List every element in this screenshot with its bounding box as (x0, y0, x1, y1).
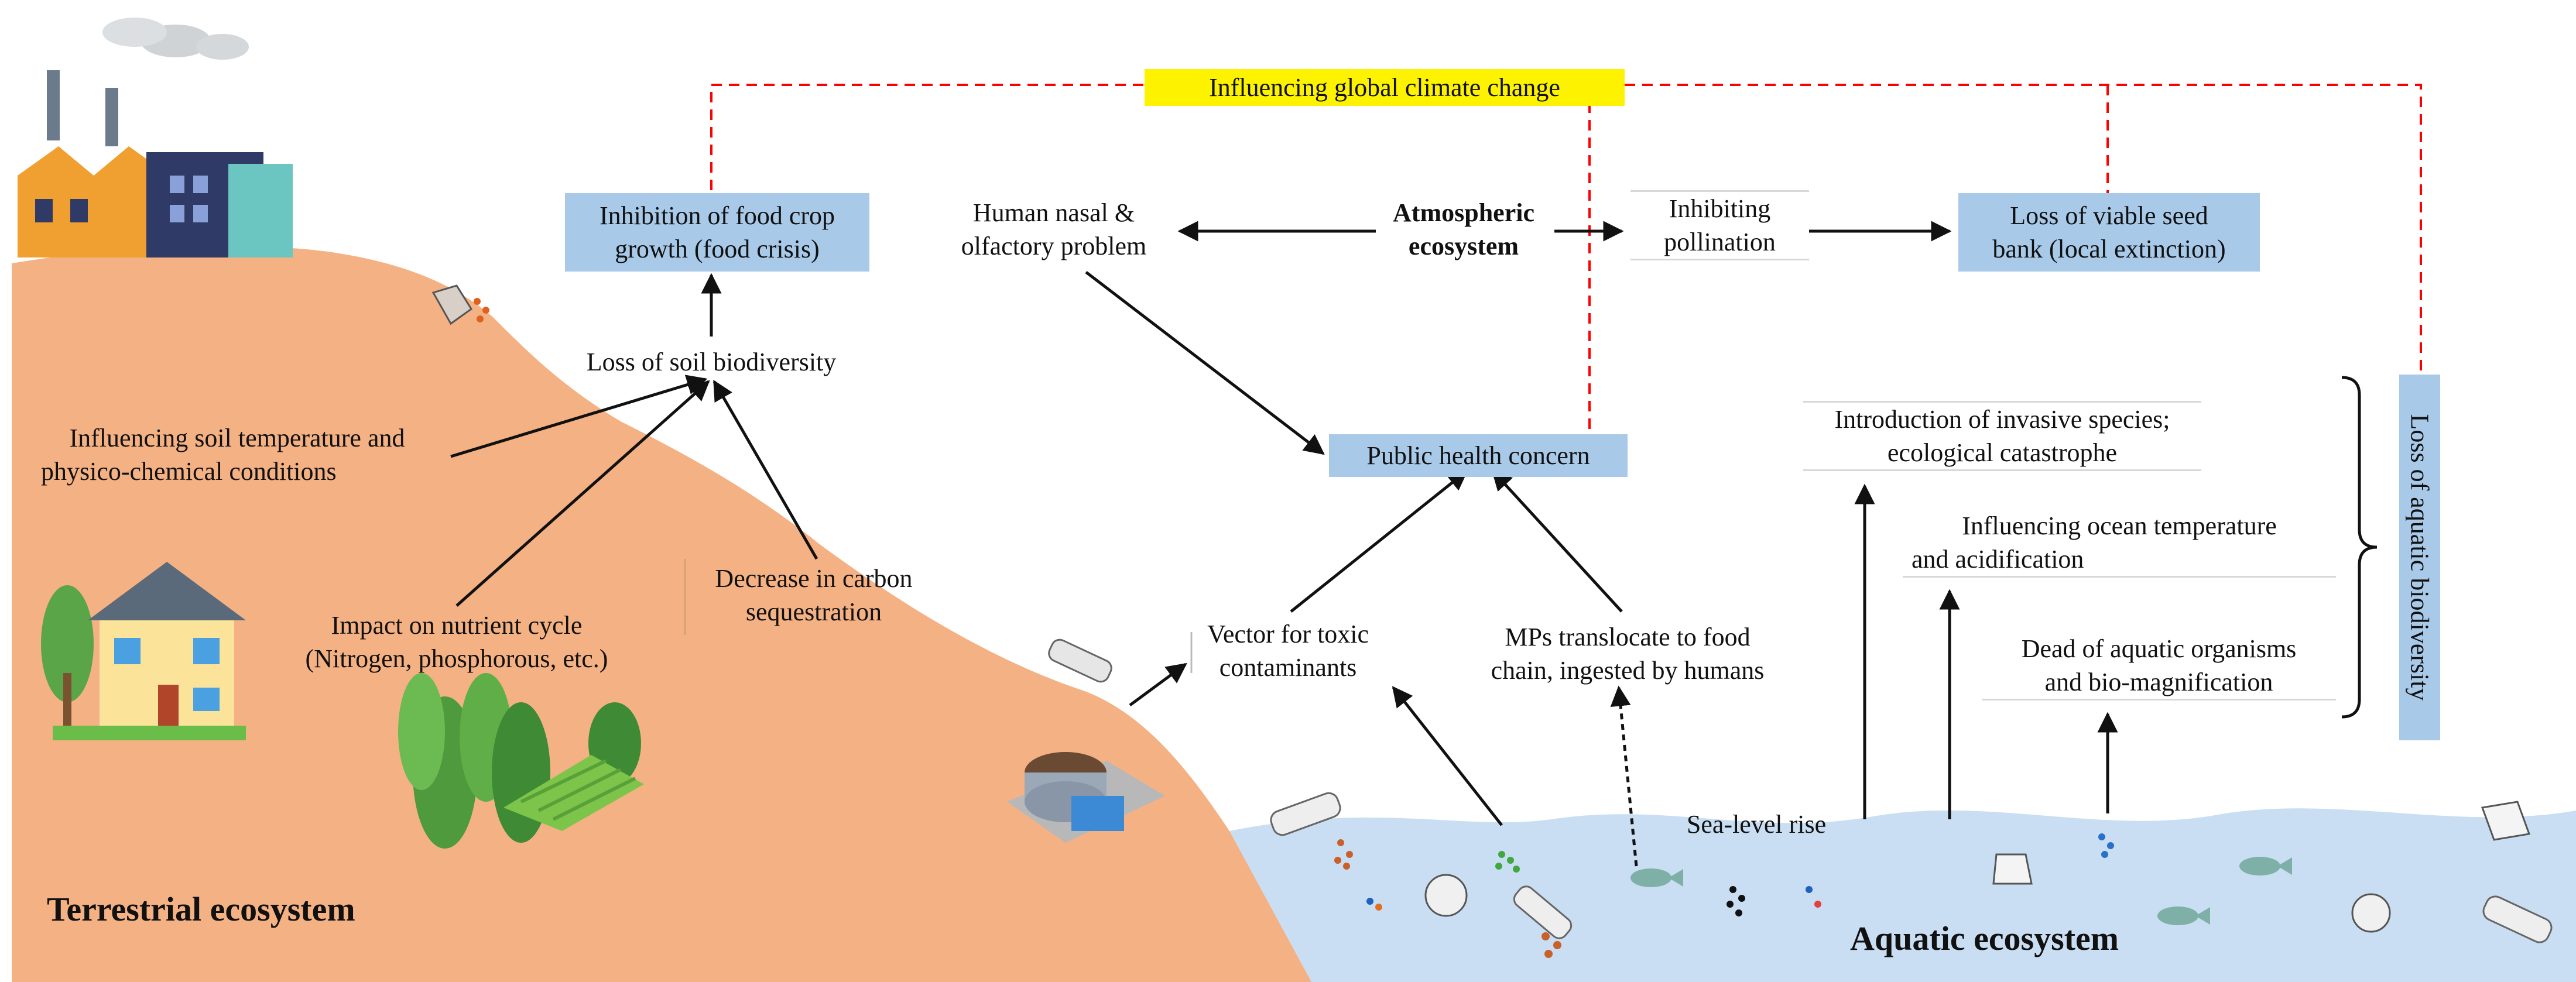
seed-bank-line-1: Loss of viable seed (2010, 201, 2208, 230)
plastic-bag-icon (1424, 801, 2531, 933)
soil-temperature-impact: Influencing soil temperature and physico… (23, 421, 451, 488)
atmospheric-line-1: Atmospheric (1393, 198, 1534, 227)
nutrient-cycle-line-2: (Nitrogen, phosphorous, etc.) (305, 644, 608, 674)
house-icon (41, 562, 246, 740)
dead-organisms-line-1: Dead of aquatic organisms (2021, 634, 2297, 663)
vector-line-1: Vector for toxic (1207, 620, 1369, 648)
nutrient-cycle-line-1: Impact on nutrient cycle (331, 611, 583, 640)
nasal-line-2: olfactory problem (961, 232, 1147, 261)
carbon-sequestration-decrease: Decrease in carbon sequestration (691, 562, 937, 629)
atmospheric-line-2: ecosystem (1408, 232, 1519, 261)
seed-bank-line-2: bank (local extinction) (1992, 235, 2226, 264)
factory-icon (18, 18, 293, 257)
dead-organisms-line-2: and bio-magnification (2044, 668, 2273, 697)
climate-change-links (710, 84, 2422, 430)
terrestrial-ecosystem-label: Terrestrial ecosystem (47, 890, 355, 928)
farm-field-icon (503, 755, 644, 831)
mps-line-2: chain, ingested by humans (1491, 656, 1765, 685)
aquatic-impacts-bracket (2341, 376, 2378, 719)
nutrient-cycle-impact: Impact on nutrient cycle (Nitrogen, phos… (252, 609, 662, 675)
pollination-inhibition: Inhibiting pollination (1630, 190, 1809, 261)
ocean-temperature-acidification: Influencing ocean temperature and acidif… (1903, 509, 2336, 578)
nasal-olfactory-problem: Human nasal & olfactory problem (931, 196, 1177, 263)
food-crop-inhibition-box: Inhibition of food crop growth (food cri… (565, 193, 869, 272)
sea-level-rise: Sea-level rise (1686, 810, 1827, 839)
ocean-temp-line-2: and acidification (1912, 545, 2084, 574)
invasive-line-1: Introduction of invasive species; (1834, 405, 2170, 434)
sea-area (1229, 808, 2576, 982)
invasive-line-2: ecological catastrophe (1887, 438, 2118, 468)
atmospheric-ecosystem-label: Atmospheric ecosystem (1370, 196, 1557, 263)
plastic-bottle-icon (1048, 638, 1112, 683)
soil-temperature-line-2: physico-chemical conditions (41, 457, 337, 486)
aquatic-ecosystem-label: Aquatic ecosystem (1850, 919, 2119, 957)
plastic-bag-icon (431, 284, 489, 325)
soil-biodiversity-loss: Loss of soil biodiversity (586, 348, 837, 376)
microplastic-particles-icon (1334, 833, 2114, 958)
aquatic-organism-death: Dead of aquatic organisms and bio-magnif… (1982, 632, 2336, 701)
seed-bank-loss-box: Loss of viable seed bank (local extincti… (1958, 193, 2260, 272)
mps-food-chain: MPs translocate to food chain, ingested … (1452, 620, 1803, 687)
aquatic-biodiversity-loss-box: Loss of aquatic biodiversity (2399, 375, 2440, 740)
plastic-bottle-icon (1270, 792, 2553, 943)
water-treatment-plant-icon (1007, 752, 1165, 843)
vector-line-2: contaminants (1219, 653, 1357, 682)
toxic-contaminant-vector: Vector for toxic contaminants (1177, 617, 1399, 684)
land-area (12, 245, 1311, 982)
pollination-line-1: Inhibiting (1669, 194, 1771, 223)
food-crop-line-1: Inhibition of food crop (599, 201, 835, 230)
carbon-line-2: sequestration (745, 598, 882, 627)
nasal-line-1: Human nasal & (972, 198, 1135, 227)
pollination-line-2: pollination (1664, 228, 1776, 257)
soil-temperature-line-1: Influencing soil temperature and (69, 424, 405, 452)
aquatic-biodiversity-label: Loss of aquatic biodiversity (2405, 414, 2434, 701)
fish-icon (1630, 857, 2292, 925)
carbon-line-1: Decrease in carbon (715, 564, 913, 593)
food-crop-line-2: growth (food crisis) (615, 235, 820, 264)
global-climate-change-box: Influencing global climate change (1145, 69, 1625, 106)
ocean-temp-line-1: Influencing ocean temperature (1962, 511, 2277, 540)
invasive-species-introduction: Introduction of invasive species; ecolog… (1803, 401, 2201, 472)
causal-arrows (450, 221, 2118, 867)
public-health-concern-box: Public health concern (1329, 434, 1628, 478)
mps-line-1: MPs translocate to food (1505, 623, 1751, 651)
